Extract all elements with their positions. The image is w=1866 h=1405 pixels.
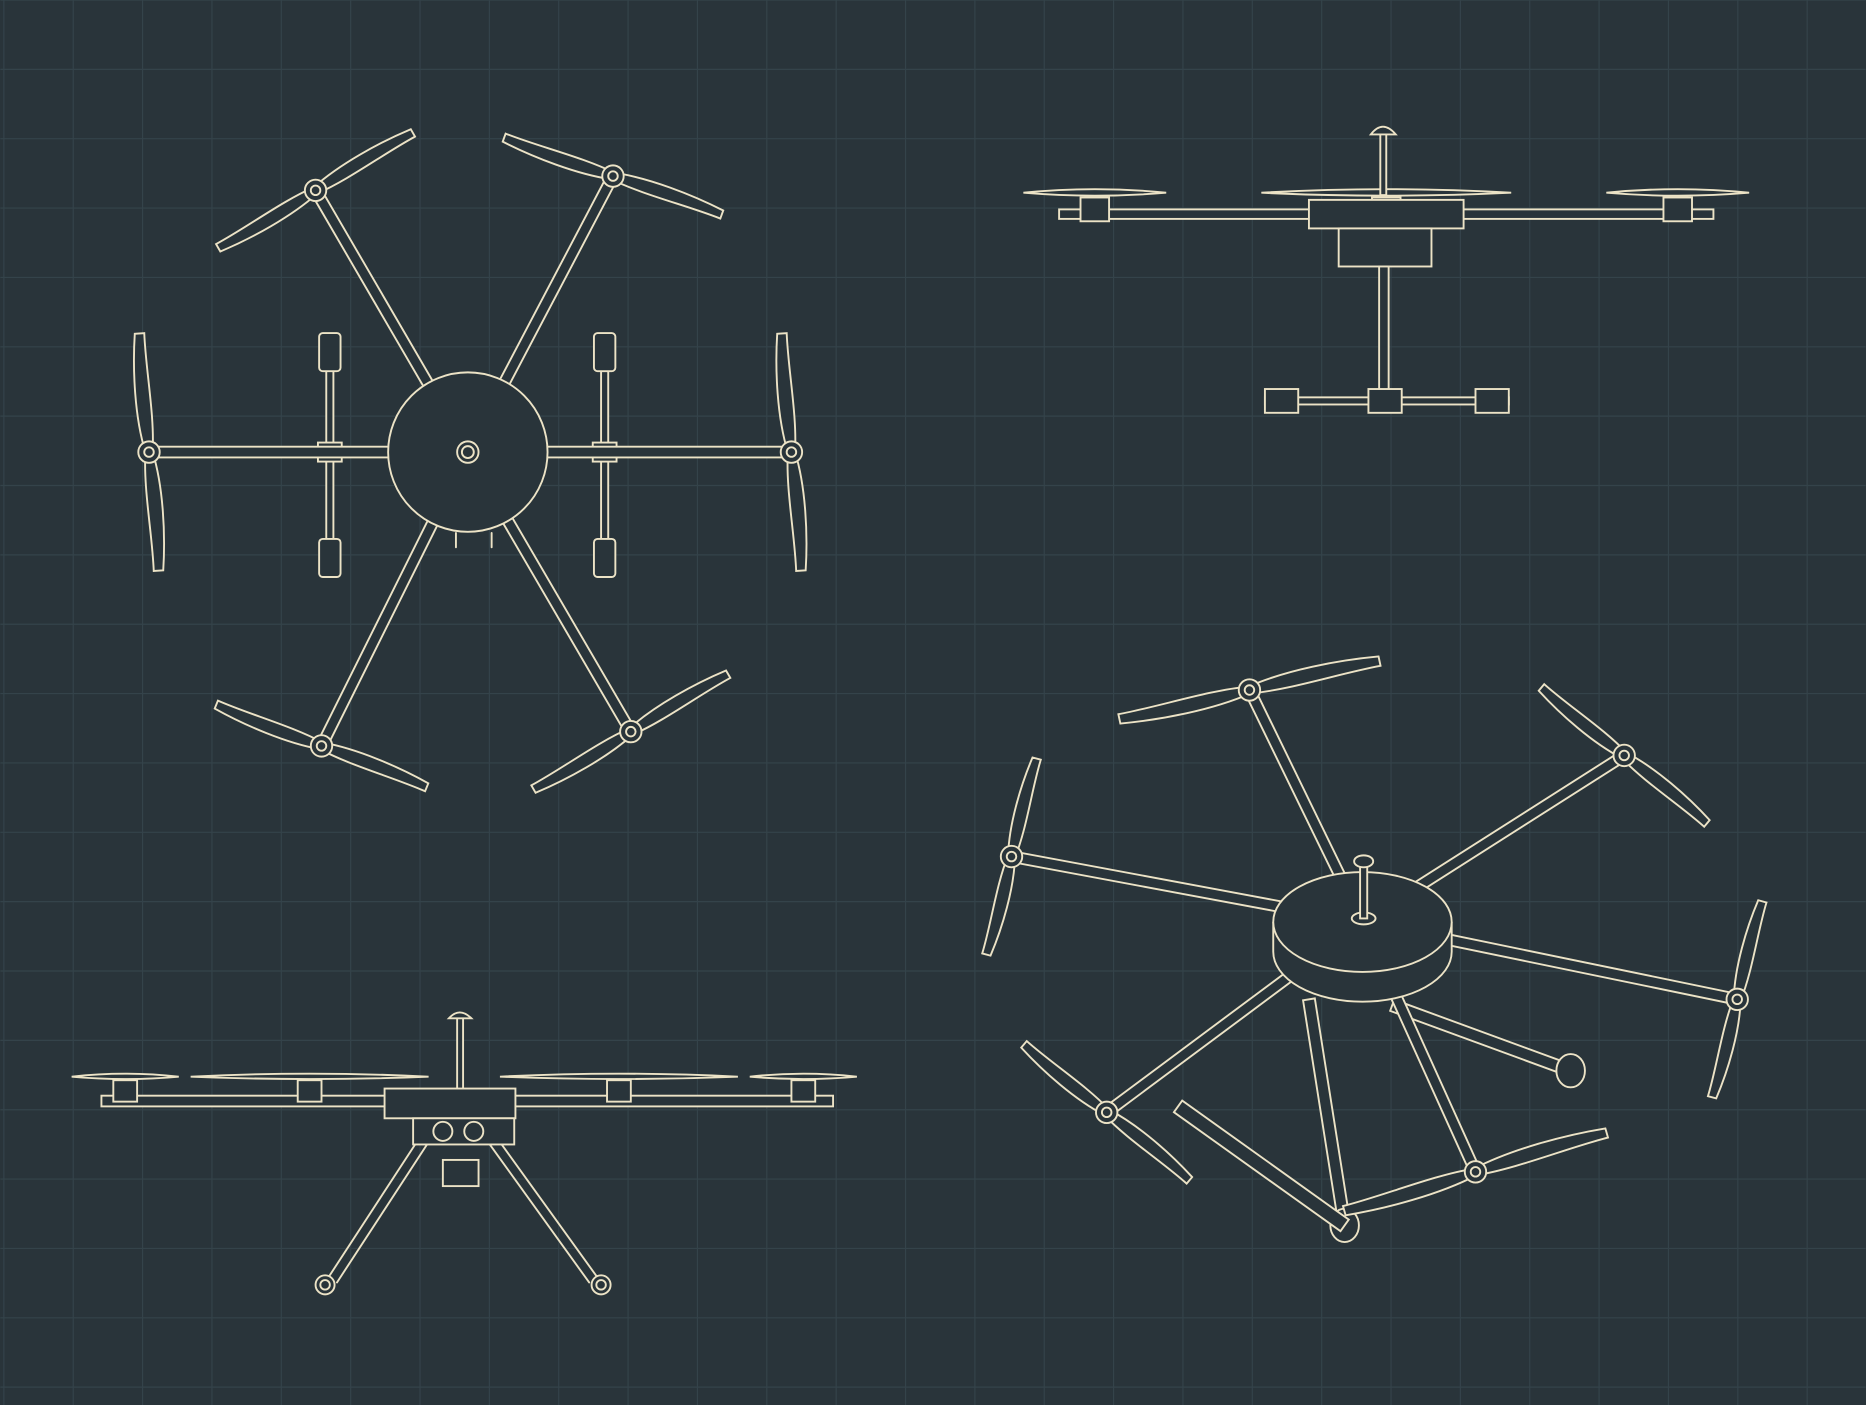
motor-hub — [1618, 749, 1630, 762]
propeller — [1023, 188, 1167, 197]
gps-mast — [1379, 132, 1388, 197]
landing-leg — [1378, 265, 1390, 396]
front-view — [1023, 125, 1750, 414]
motor — [296, 1079, 323, 1103]
motor-hub — [1243, 684, 1256, 696]
landing-gear-foot — [318, 332, 342, 373]
skid-foot — [1367, 388, 1403, 414]
gps-mast — [456, 1016, 465, 1090]
motor-hub — [143, 446, 155, 458]
motor-hub — [625, 725, 637, 738]
gps-mast — [1359, 865, 1369, 920]
camera — [441, 1158, 480, 1188]
landing-leg — [336, 1141, 430, 1284]
motor — [606, 1079, 632, 1103]
arm — [1172, 1099, 1351, 1233]
propeller — [1606, 188, 1750, 197]
skid-foot — [1263, 388, 1300, 414]
foot-inner — [595, 1279, 607, 1291]
motor-hub — [1005, 850, 1018, 863]
foot — [590, 1274, 612, 1296]
landing-foot — [1555, 1053, 1586, 1089]
gps-mast — [456, 440, 480, 464]
battery-bay — [412, 1117, 516, 1146]
propeller — [190, 1072, 429, 1080]
propeller — [499, 1072, 738, 1080]
foot — [314, 1274, 336, 1296]
motor — [1662, 196, 1693, 223]
side-view — [71, 1011, 857, 1296]
motor — [790, 1079, 817, 1103]
gps-cap — [1368, 125, 1398, 136]
center-body — [383, 1087, 517, 1120]
propeller — [749, 1072, 857, 1080]
top-view — [133, 127, 808, 794]
gps-cap — [446, 1011, 474, 1020]
landing-gear-foot — [592, 332, 617, 373]
motor-hub — [607, 170, 619, 182]
motor-hub — [1731, 993, 1743, 1006]
landing-leg — [324, 1141, 418, 1284]
motor-hub — [1469, 1166, 1482, 1178]
foot-inner — [319, 1279, 331, 1291]
gps-mast-inner — [460, 445, 475, 459]
center-body — [1307, 198, 1465, 230]
motor — [1079, 196, 1111, 223]
motor-hub — [1100, 1106, 1113, 1119]
motor-hub — [785, 446, 798, 458]
fan-icon — [463, 1120, 485, 1142]
landing-gear-foot — [592, 537, 617, 578]
landing-leg — [487, 1141, 591, 1284]
motor-hub — [315, 740, 328, 752]
gps-cap — [1353, 854, 1375, 869]
motor — [112, 1079, 139, 1103]
landing-gear-foot — [318, 537, 342, 578]
motor-hub — [309, 184, 322, 197]
perspective-view — [981, 655, 1768, 1243]
fan-icon — [432, 1120, 454, 1142]
propeller — [71, 1072, 179, 1080]
landing-leg — [499, 1141, 603, 1284]
skid-foot — [1474, 388, 1510, 414]
battery-bay — [1337, 227, 1433, 268]
